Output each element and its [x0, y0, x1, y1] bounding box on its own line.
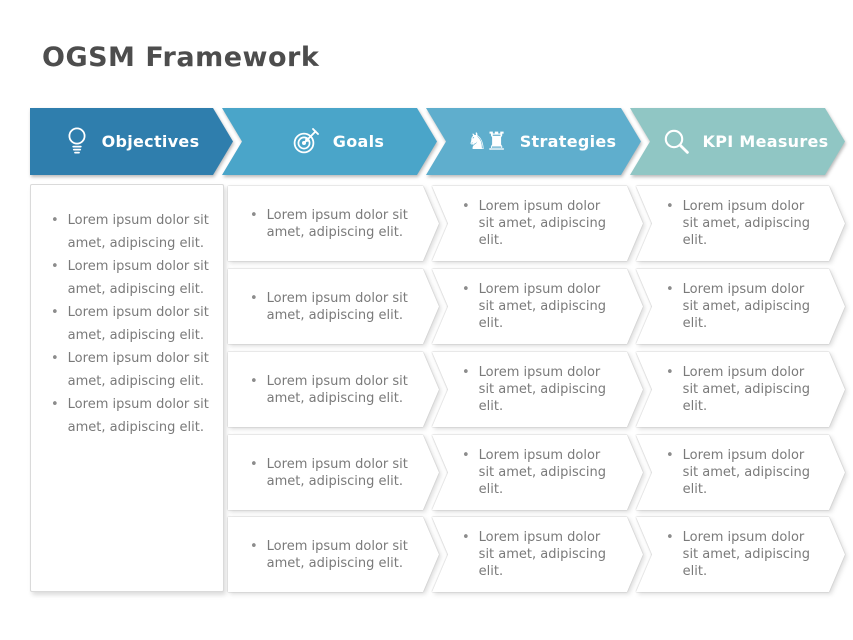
- bullet-text: Lorem ipsum dolor sit amet, adipiscing e…: [682, 530, 810, 579]
- list-item: • Lorem ipsum dolor sit amet, adipiscing …: [51, 347, 213, 393]
- bullet-text: Lorem ipsum dolor sit amet, adipiscing e…: [682, 199, 810, 248]
- column-header-label: Strategies: [519, 132, 617, 151]
- strategies-card-row-1: • Lorem ipsum dolor sit amet, adipiscing …: [432, 186, 643, 261]
- column-header-label: Objectives: [101, 132, 200, 151]
- goals-card-row-5: • Lorem ipsum dolor sit amet, adipiscing …: [228, 517, 439, 592]
- bullet-text: Lorem ipsum dolor sit amet, adipiscing e…: [478, 448, 606, 497]
- bullet-text: Lorem ipsum dolor sit amet, adipiscing e…: [266, 290, 408, 323]
- bullet: •: [51, 351, 59, 366]
- chess-pieces-icon: ♞ ♜: [466, 127, 508, 156]
- bullet-text: Lorem ipsum dolor sit amet, adipiscing e…: [67, 397, 209, 435]
- bullet-text: Lorem ipsum dolor sit amet, adipiscing e…: [266, 538, 408, 571]
- bullet-text: Lorem ipsum dolor sit amet, adipiscing e…: [682, 448, 810, 497]
- list-item: • Lorem ipsum dolor sit amet, adipiscing …: [51, 209, 213, 255]
- goals-card-row-1: • Lorem ipsum dolor sit amet, adipiscing …: [228, 186, 439, 261]
- bullet: •: [666, 199, 674, 214]
- bullet-text: Lorem ipsum dolor sit amet, adipiscing e…: [67, 259, 209, 297]
- kpi-card-row-1: • Lorem ipsum dolor sit amet, adipiscing …: [636, 186, 845, 261]
- goals-card-row-2: • Lorem ipsum dolor sit amet, adipiscing …: [228, 269, 439, 344]
- bullet-text: Lorem ipsum dolor sit amet, adipiscing e…: [478, 199, 606, 248]
- column-header-label: KPI Measures: [702, 132, 829, 151]
- kpi-card-row-4: • Lorem ipsum dolor sit amet, adipiscing …: [636, 435, 845, 510]
- bullet-text: Lorem ipsum dolor sit amet, adipiscing e…: [682, 365, 810, 414]
- bullet: •: [462, 530, 470, 545]
- kpi-card-row-5: • Lorem ipsum dolor sit amet, adipiscing …: [636, 517, 845, 592]
- bullet-text: Lorem ipsum dolor sit amet, adipiscing e…: [67, 213, 209, 251]
- bullet-text: Lorem ipsum dolor sit amet, adipiscing e…: [67, 351, 209, 389]
- bullet: •: [462, 199, 470, 214]
- bullet: •: [51, 397, 59, 412]
- goals-card-row-3: • Lorem ipsum dolor sit amet, adipiscing …: [228, 352, 439, 427]
- strategies-card-row-4: • Lorem ipsum dolor sit amet, adipiscing …: [432, 435, 643, 510]
- bullet: •: [462, 365, 470, 380]
- column-header-label: Goals: [332, 132, 385, 151]
- goals-card-row-4: • Lorem ipsum dolor sit amet, adipiscing …: [228, 435, 439, 510]
- list-item: • Lorem ipsum dolor sit amet, adipiscing …: [51, 255, 213, 301]
- target-arrow-icon: [291, 127, 321, 157]
- bullet: •: [250, 373, 258, 389]
- column-header-kpi-measures: KPI Measures: [630, 108, 845, 175]
- kpi-card-row-3: • Lorem ipsum dolor sit amet, adipiscing …: [636, 352, 845, 427]
- bullet: •: [462, 448, 470, 463]
- bullet-text: Lorem ipsum dolor sit amet, adipiscing e…: [478, 530, 606, 579]
- lightbulb-icon: [64, 126, 90, 158]
- column-header-strategies: ♞ ♜ Strategies: [426, 108, 641, 175]
- bullet: •: [462, 282, 470, 297]
- column-header-objectives: Objectives: [30, 108, 233, 175]
- bullet: •: [250, 207, 258, 223]
- bullet: •: [250, 290, 258, 306]
- column-header-goals: Goals: [222, 108, 437, 175]
- bullet: •: [51, 305, 59, 320]
- bullet: •: [51, 259, 59, 274]
- objectives-card: • Lorem ipsum dolor sit amet, adipiscing …: [30, 184, 224, 592]
- bullet: •: [666, 530, 674, 545]
- bullet-text: Lorem ipsum dolor sit amet, adipiscing e…: [478, 282, 606, 331]
- bullet: •: [250, 538, 258, 554]
- bullet: •: [666, 282, 674, 297]
- list-item: • Lorem ipsum dolor sit amet, adipiscing …: [51, 301, 213, 347]
- objectives-bullet-list: • Lorem ipsum dolor sit amet, adipiscing …: [51, 209, 213, 439]
- kpi-card-row-2: • Lorem ipsum dolor sit amet, adipiscing …: [636, 269, 845, 344]
- magnifier-icon: [663, 128, 691, 156]
- strategies-card-row-3: • Lorem ipsum dolor sit amet, adipiscing …: [432, 352, 643, 427]
- bullet: •: [666, 448, 674, 463]
- strategies-card-row-5: • Lorem ipsum dolor sit amet, adipiscing …: [432, 517, 643, 592]
- bullet-text: Lorem ipsum dolor sit amet, adipiscing e…: [478, 365, 606, 414]
- bullet-text: Lorem ipsum dolor sit amet, adipiscing e…: [266, 456, 408, 489]
- bullet: •: [51, 213, 59, 228]
- bullet-text: Lorem ipsum dolor sit amet, adipiscing e…: [67, 305, 209, 343]
- list-item: • Lorem ipsum dolor sit amet, adipiscing …: [51, 393, 213, 439]
- page-title: OGSM Framework: [42, 42, 320, 73]
- bullet-text: Lorem ipsum dolor sit amet, adipiscing e…: [682, 282, 810, 331]
- bullet: •: [250, 456, 258, 472]
- bullet-text: Lorem ipsum dolor sit amet, adipiscing e…: [266, 207, 408, 240]
- bullet: •: [666, 365, 674, 380]
- bullet-text: Lorem ipsum dolor sit amet, adipiscing e…: [266, 373, 408, 406]
- strategies-card-row-2: • Lorem ipsum dolor sit amet, adipiscing …: [432, 269, 643, 344]
